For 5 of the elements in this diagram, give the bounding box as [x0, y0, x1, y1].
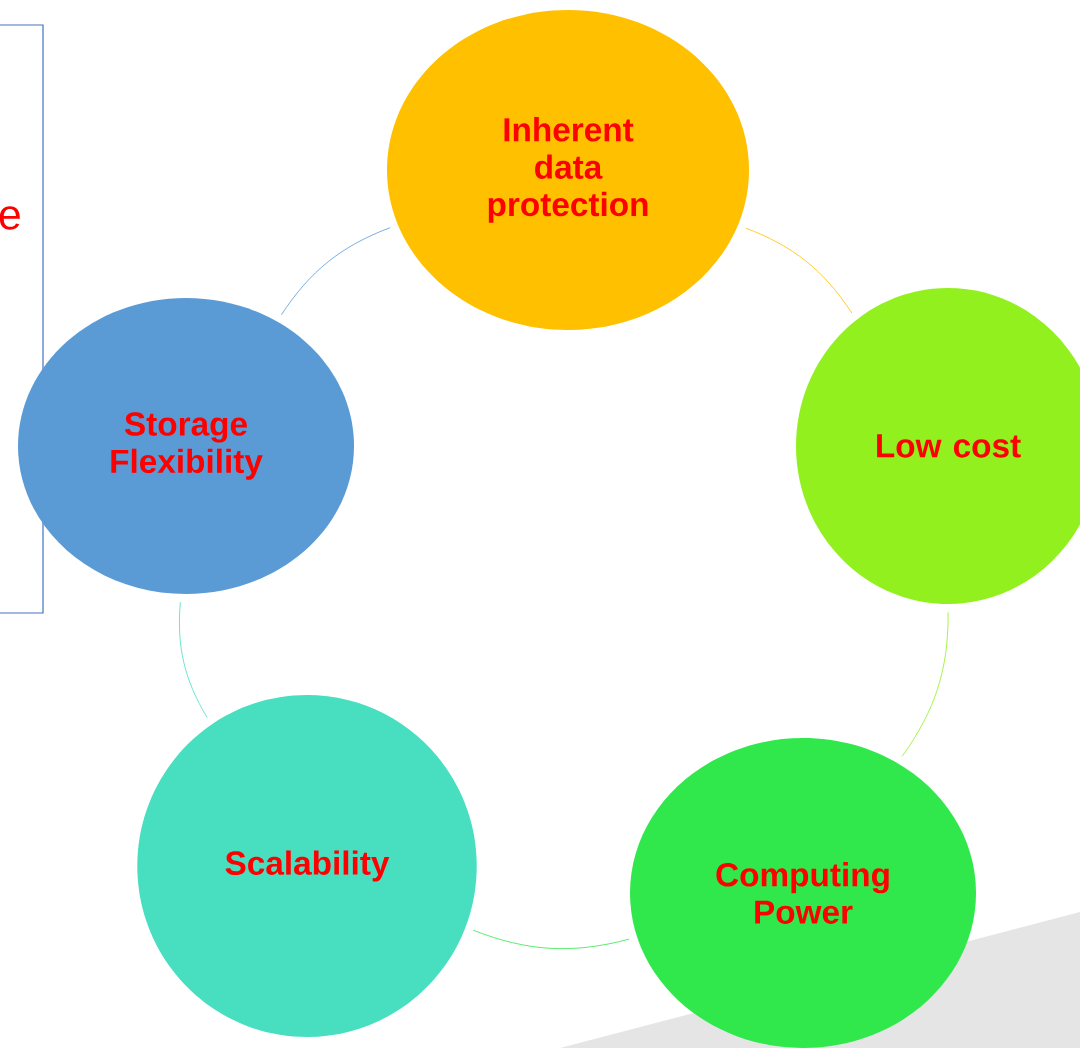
connector-arc [901, 611, 949, 757]
connector-arc [472, 929, 630, 950]
connector-arc [745, 227, 853, 314]
connector-arc [179, 601, 208, 718]
connector-arc [281, 227, 391, 316]
